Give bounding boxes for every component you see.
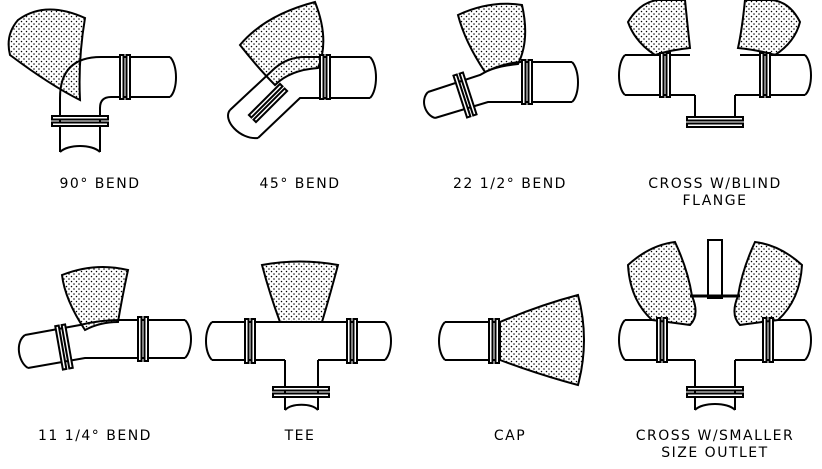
thrust-block xyxy=(238,0,325,87)
thrust-block xyxy=(456,2,527,74)
flange xyxy=(759,52,771,98)
flange xyxy=(488,318,500,364)
blind-flange xyxy=(686,116,744,128)
label-cross-smaller-outlet: CROSS W/SMALLER SIZE OUTLET xyxy=(635,428,795,461)
label-cross-blind-flange: CROSS W/BLIND FLANGE xyxy=(648,176,782,209)
flange xyxy=(119,54,131,100)
thrust-block xyxy=(733,240,804,327)
label-45-bend: 45° BEND xyxy=(259,176,341,192)
fitting-90-bend xyxy=(7,8,177,153)
label-22-5-bend: 22 1/2° BEND xyxy=(453,176,567,192)
flange xyxy=(521,59,533,105)
label-cap: CAP xyxy=(493,428,527,444)
fitting-cap xyxy=(438,293,585,387)
thrust-block xyxy=(260,260,340,323)
fitting-11-25-bend xyxy=(17,266,192,371)
thrust-block xyxy=(60,266,130,332)
flange xyxy=(346,318,358,364)
fitting-cross-blind-flange xyxy=(618,0,812,128)
label-11-25-bend: 11 1/4° BEND xyxy=(38,428,152,444)
label-tee: TEE xyxy=(284,428,316,444)
flange xyxy=(244,318,256,364)
thrust-block xyxy=(626,0,692,57)
fitting-45-bend xyxy=(227,0,377,140)
flange xyxy=(659,52,671,98)
fitting-tee xyxy=(205,260,392,411)
label-90-bend: 90° BEND xyxy=(59,176,141,192)
thrust-block xyxy=(736,0,802,57)
outlet-pipe xyxy=(707,239,723,299)
thrust-block xyxy=(499,293,585,387)
flange xyxy=(137,316,149,362)
fitting-22-5-bend xyxy=(423,2,579,119)
thrust-block xyxy=(626,240,697,327)
flange xyxy=(272,386,330,398)
flange xyxy=(656,317,668,363)
flange xyxy=(319,54,331,100)
fitting-cross-smaller-outlet xyxy=(618,239,812,411)
thrust-block xyxy=(7,8,87,102)
flange xyxy=(762,317,774,363)
